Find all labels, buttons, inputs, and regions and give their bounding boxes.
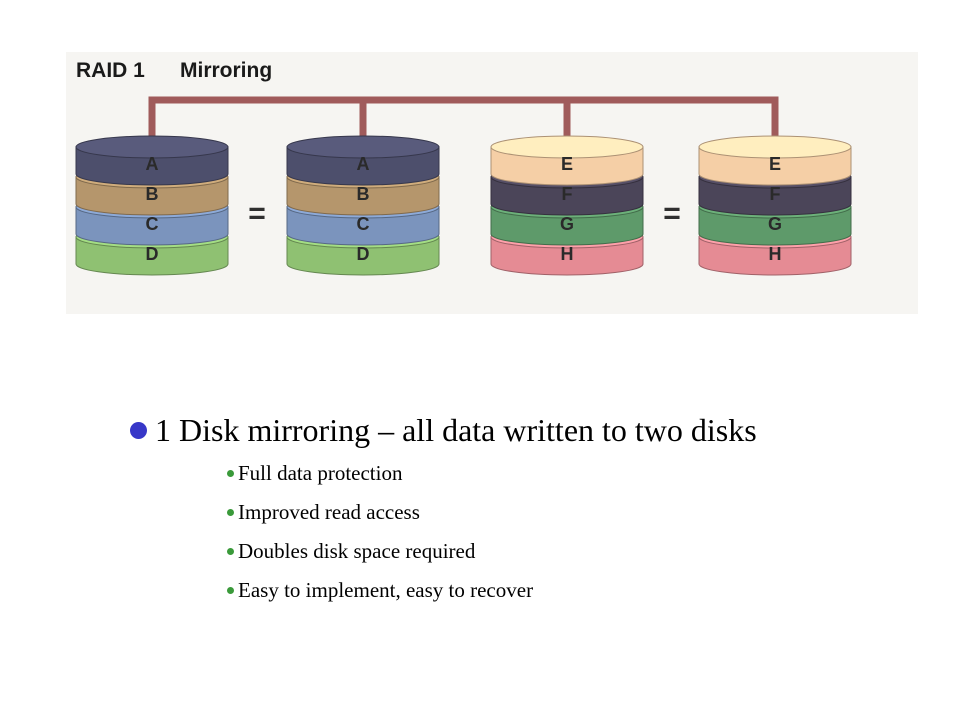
sub-bullet: Doubles disk space required xyxy=(227,538,533,577)
sub-bullet-dot-icon xyxy=(227,587,234,594)
disk-layer-label: A xyxy=(357,154,370,174)
main-bullet-text: 1 Disk mirroring – all data written to t… xyxy=(155,412,757,448)
sub-bullet-text: Improved read access xyxy=(238,500,420,524)
disk-layer-top xyxy=(286,135,440,159)
disk-layer-label: D xyxy=(357,244,370,264)
disk-layer-label: H xyxy=(561,244,574,264)
sub-bullet: Easy to implement, easy to recover xyxy=(227,577,533,616)
equals-sign-right: = xyxy=(663,197,681,230)
disk-layer-label: B xyxy=(146,184,159,204)
disk-layer-label: A xyxy=(146,154,159,174)
disk-layer-a: A xyxy=(75,135,229,186)
disk-layer-a: A xyxy=(286,135,440,186)
disk-layer-label: F xyxy=(562,184,573,204)
sub-bullet-text: Easy to implement, easy to recover xyxy=(238,578,534,602)
main-bullet: 1 Disk mirroring – all data written to t… xyxy=(130,408,757,452)
equals-sign-left: = xyxy=(248,197,266,230)
disk-layer-top xyxy=(698,135,852,159)
bullet-dot-icon xyxy=(130,422,147,439)
disk-layer-e: E xyxy=(490,135,644,186)
disk-layer-label: D xyxy=(146,244,159,264)
disk-layer-top xyxy=(75,135,229,159)
disk-layer-label: G xyxy=(768,214,782,234)
sub-bullet-dot-icon xyxy=(227,470,234,477)
disk-layer-label: F xyxy=(770,184,781,204)
sub-bullet-dot-icon xyxy=(227,548,234,555)
raid-mode-label: Mirroring xyxy=(180,59,272,82)
disk-layer-label: B xyxy=(357,184,370,204)
sub-bullet-dot-icon xyxy=(227,509,234,516)
sub-bullet-text: Doubles disk space required xyxy=(238,539,476,563)
disk-layer-label: C xyxy=(146,214,159,234)
sub-bullet: Full data protection xyxy=(227,460,533,499)
disk-layer-e: E xyxy=(698,135,852,186)
sub-bullet: Improved read access xyxy=(227,499,533,538)
sub-bullet-text: Full data protection xyxy=(238,461,403,485)
disk-layer-top xyxy=(490,135,644,159)
sub-bullet-list: Full data protection Improved read acces… xyxy=(227,460,533,616)
disk-layer-label: C xyxy=(357,214,370,234)
disk-layer-label: H xyxy=(769,244,782,264)
raid-level-label: RAID 1 xyxy=(76,59,145,82)
disk-layer-label: G xyxy=(560,214,574,234)
connector-bus xyxy=(148,96,779,143)
disk-layer-label: E xyxy=(769,154,781,174)
disk-layer-label: E xyxy=(561,154,573,174)
